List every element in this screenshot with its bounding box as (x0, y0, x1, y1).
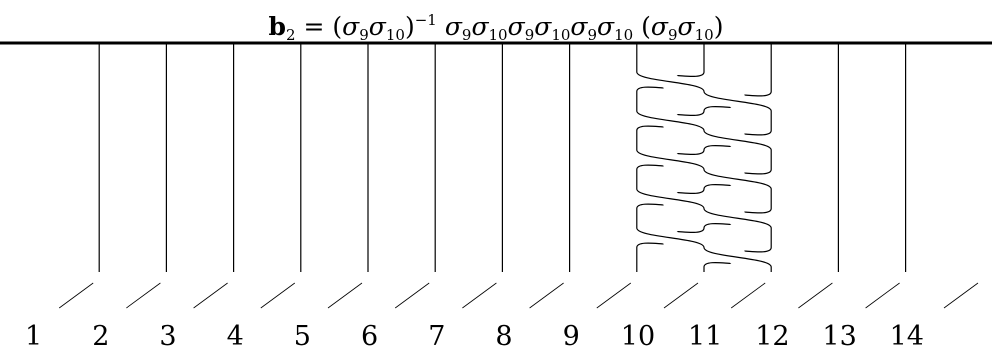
word-sub-1: 9 (461, 26, 472, 44)
strand-label-3: 3 (159, 321, 176, 352)
crossing-3-under-a (676, 110, 705, 117)
strand-connector-5 (260, 282, 296, 309)
crossing-6-over (703, 169, 772, 190)
crossing-5-under-a (676, 149, 705, 156)
crossing-9-under-a (676, 227, 705, 234)
title-equals: = ( (295, 12, 343, 41)
crossing-4-over (703, 130, 772, 151)
crossing-7-under-b (636, 203, 664, 209)
strand-connector-10 (596, 282, 632, 309)
crossing-6-under-b (703, 183, 732, 190)
strand-label-12: 12 (755, 321, 789, 352)
strand-connector-7 (394, 282, 430, 309)
strand-connector-3 (126, 282, 161, 309)
crossing-4-under-a (744, 130, 772, 136)
strand-connector-6 (327, 282, 363, 309)
crossing-8-under-b (703, 222, 732, 229)
strand-label-14: 14 (890, 321, 924, 352)
strand-label-5: 5 (294, 321, 311, 352)
strand-label-1: 1 (25, 321, 42, 352)
word-sigma-5: σ (570, 12, 588, 41)
word-sub-5: 9 (587, 26, 598, 44)
strand-label-6: 6 (361, 321, 378, 352)
title-tail-sigma-a-sub: 9 (667, 26, 678, 44)
crossing-1-over (636, 71, 705, 92)
title-tail-sigma-b-sub: 10 (694, 26, 714, 44)
crossing-3-over (636, 110, 705, 131)
braid-formula-title: b2 = (σ9σ10)−1 σ9σ10σ9σ10σ9σ10 (σ9σ10) (0, 0, 992, 44)
crossing-4-under-b (703, 144, 732, 151)
word-sigma-6: σ (597, 12, 615, 41)
word-sub-6: 10 (614, 26, 634, 44)
crossing-9-under-b (636, 242, 664, 248)
title-subscript: 2 (286, 26, 296, 44)
strand-connector-11 (663, 282, 699, 309)
crossing-9-over (636, 227, 705, 248)
word-sub-4: 10 (551, 26, 571, 44)
strand-label-8: 8 (495, 321, 512, 352)
word-sub-2: 10 (488, 26, 508, 44)
word-sub-3: 9 (524, 26, 535, 44)
strand-connector-9 (529, 282, 564, 309)
crossing-7-under-a (676, 188, 705, 195)
braid-strands (0, 41, 992, 309)
crossing-6-under-a (744, 169, 772, 175)
word-sigma-4: σ (534, 12, 552, 41)
title-close-paren: ) (404, 12, 415, 41)
crossing-8-under-a (744, 208, 772, 214)
crossing-1-under-a (676, 71, 705, 78)
strand-connector-12 (730, 282, 766, 309)
strand-label-13: 13 (822, 321, 856, 352)
crossing-5-under-b (636, 164, 664, 170)
crossing-8-over (703, 208, 772, 229)
strand-label-7: 7 (428, 321, 445, 352)
strand-connector-2 (58, 282, 94, 309)
strand-label-10: 10 (621, 321, 655, 352)
crossing-3-under-b (636, 125, 664, 131)
strand-label-9: 9 (563, 321, 580, 352)
title-sigma-b-sub: 10 (385, 26, 405, 44)
strand-label-11: 11 (688, 321, 722, 352)
word-sigma-3: σ (507, 12, 525, 41)
title-tail-sigma-b: σ (677, 12, 695, 41)
crossing-7-over (636, 188, 705, 209)
crossing-2-under-b (703, 105, 732, 112)
word-sigma-1: σ (444, 12, 462, 41)
strand-label-2: 2 (92, 321, 109, 352)
crossing-10-under-b (703, 261, 732, 268)
crossing-10-under-a (744, 247, 772, 253)
word-sigma-2: σ (471, 12, 489, 41)
title-inverse-exponent: −1 (414, 11, 437, 29)
title-tail-sigma-a: σ (650, 12, 668, 41)
title-tail-close: ) (713, 12, 724, 41)
title-sigma-a-sub: 9 (359, 26, 369, 44)
title-tail-open: ( (633, 12, 651, 41)
strand-connector-8 (462, 282, 497, 309)
title-symbol: b (268, 12, 287, 41)
title-sigma-a: σ (342, 12, 360, 41)
crossing-2-under-a (744, 91, 772, 97)
crossing-2-over (703, 91, 772, 112)
strand-connector-14 (865, 282, 900, 309)
crossing-1-under-b (636, 86, 664, 92)
strand-connector-4 (193, 282, 228, 309)
strand-connector-13 (798, 282, 833, 309)
strand-label-4: 4 (227, 321, 244, 352)
title-sigma-b: σ (368, 12, 386, 41)
strand-connector-end (943, 282, 979, 309)
crossing-10-over (703, 247, 772, 268)
crossing-5-over (636, 149, 705, 170)
